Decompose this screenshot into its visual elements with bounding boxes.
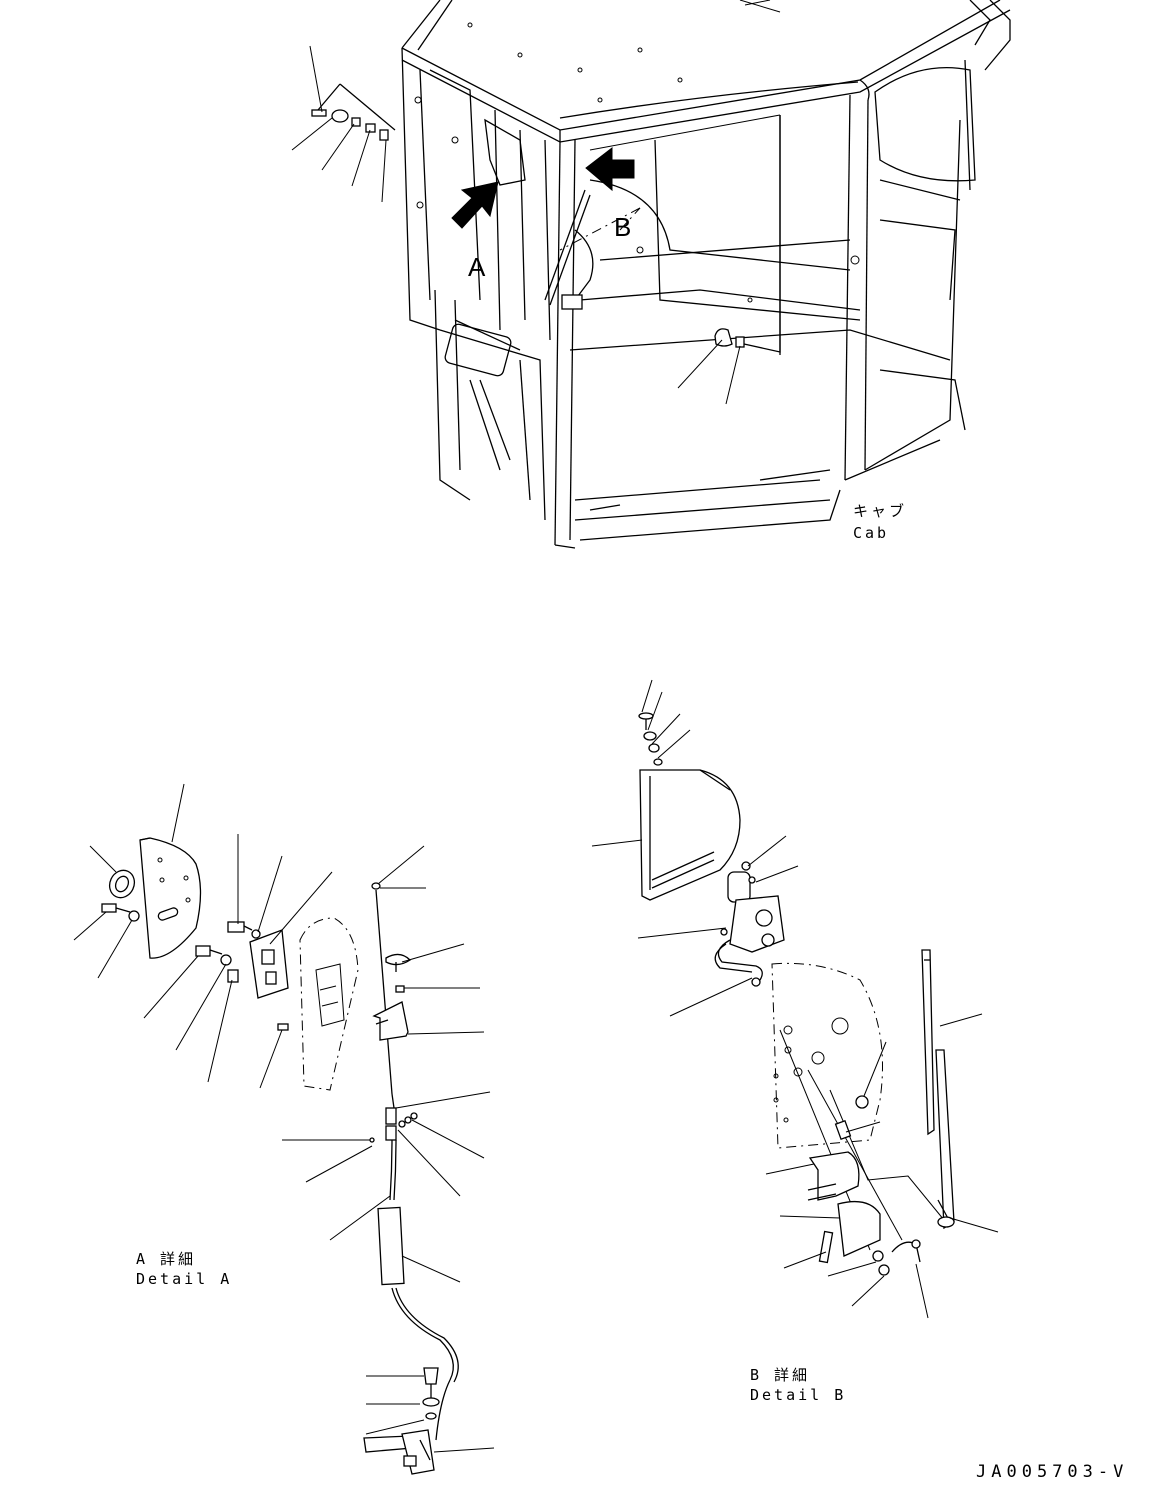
detail-b-label-en: Detail B	[750, 1386, 847, 1404]
detail-a-parts	[73, 783, 495, 1475]
cab-label-en: Cab	[853, 524, 890, 542]
cab-frame	[401, 0, 1011, 549]
view-arrow-b	[585, 146, 635, 192]
view-marker-b: B	[614, 212, 632, 242]
document-number: JA005703-V	[976, 1462, 1129, 1482]
detail-a-label-jp: A 詳細	[136, 1250, 197, 1268]
detail-b-label-jp: B 詳細	[750, 1366, 811, 1384]
view-arrow-a	[451, 181, 499, 229]
cab-label-jp: キャブ	[853, 502, 908, 520]
detail-a-label-en: Detail A	[136, 1270, 233, 1288]
detail-b-parts	[591, 679, 999, 1319]
view-marker-a: A	[468, 252, 486, 282]
cab-side-fasteners	[677, 115, 781, 405]
top-fasteners	[291, 45, 396, 203]
